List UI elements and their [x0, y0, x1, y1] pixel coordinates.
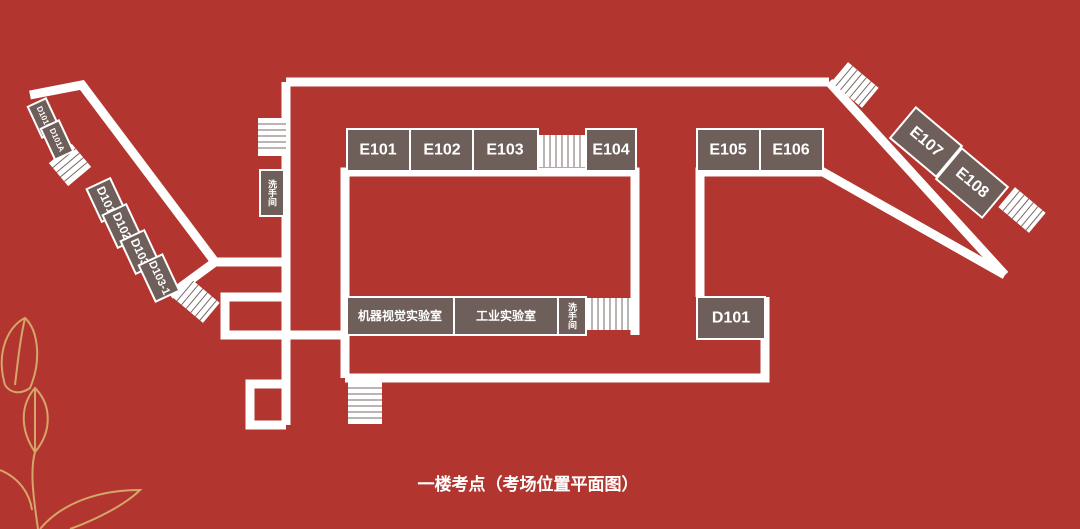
stairs-icon — [538, 135, 586, 167]
stairs-icon — [348, 382, 382, 424]
room-e106-label: E106 — [772, 142, 809, 159]
room-e102[interactable]: E102 — [409, 128, 474, 172]
washroom-center-label: 洗手间 — [567, 301, 577, 330]
room-d103-1[interactable]: D103-1 — [137, 253, 181, 303]
room-e101-label: E101 — [359, 142, 396, 159]
washroom-left-label: 洗手间 — [267, 178, 277, 207]
room-lab-industry-label: 工业实验室 — [476, 308, 536, 323]
room-e102-label: E102 — [423, 142, 460, 159]
room-e108[interactable]: E108 — [934, 146, 1010, 220]
room-d101-right[interactable]: D101 — [696, 296, 766, 340]
washroom-center[interactable]: 洗手间 — [557, 296, 587, 336]
stairs-icon — [586, 298, 634, 330]
washroom-left[interactable]: 洗手间 — [259, 169, 285, 217]
stairs-icon — [998, 187, 1046, 233]
room-lab-vision-label: 机器视觉实验室 — [358, 308, 442, 323]
room-e105-label: E105 — [709, 142, 746, 159]
room-e103[interactable]: E103 — [472, 128, 539, 172]
lotus-decoration — [0, 316, 143, 529]
stairs-icon — [258, 118, 286, 156]
stairs-icon — [831, 62, 879, 108]
room-e105[interactable]: E105 — [696, 128, 761, 172]
stairs-icon — [172, 277, 220, 323]
map-caption: 一楼考点（考场位置平面图） — [418, 474, 639, 495]
room-e107[interactable]: E107 — [888, 105, 964, 179]
room-d101a[interactable]: D101A — [39, 119, 75, 161]
room-e104-label: E104 — [592, 142, 629, 159]
room-e101[interactable]: E101 — [346, 128, 411, 172]
room-d101-right-label: D101 — [712, 310, 750, 327]
room-lab-vision[interactable]: 机器视觉实验室 — [346, 296, 455, 336]
room-e104[interactable]: E104 — [585, 128, 637, 172]
room-e106[interactable]: E106 — [759, 128, 824, 172]
room-e103-label: E103 — [486, 142, 523, 159]
room-lab-industry[interactable]: 工业实验室 — [453, 296, 559, 336]
